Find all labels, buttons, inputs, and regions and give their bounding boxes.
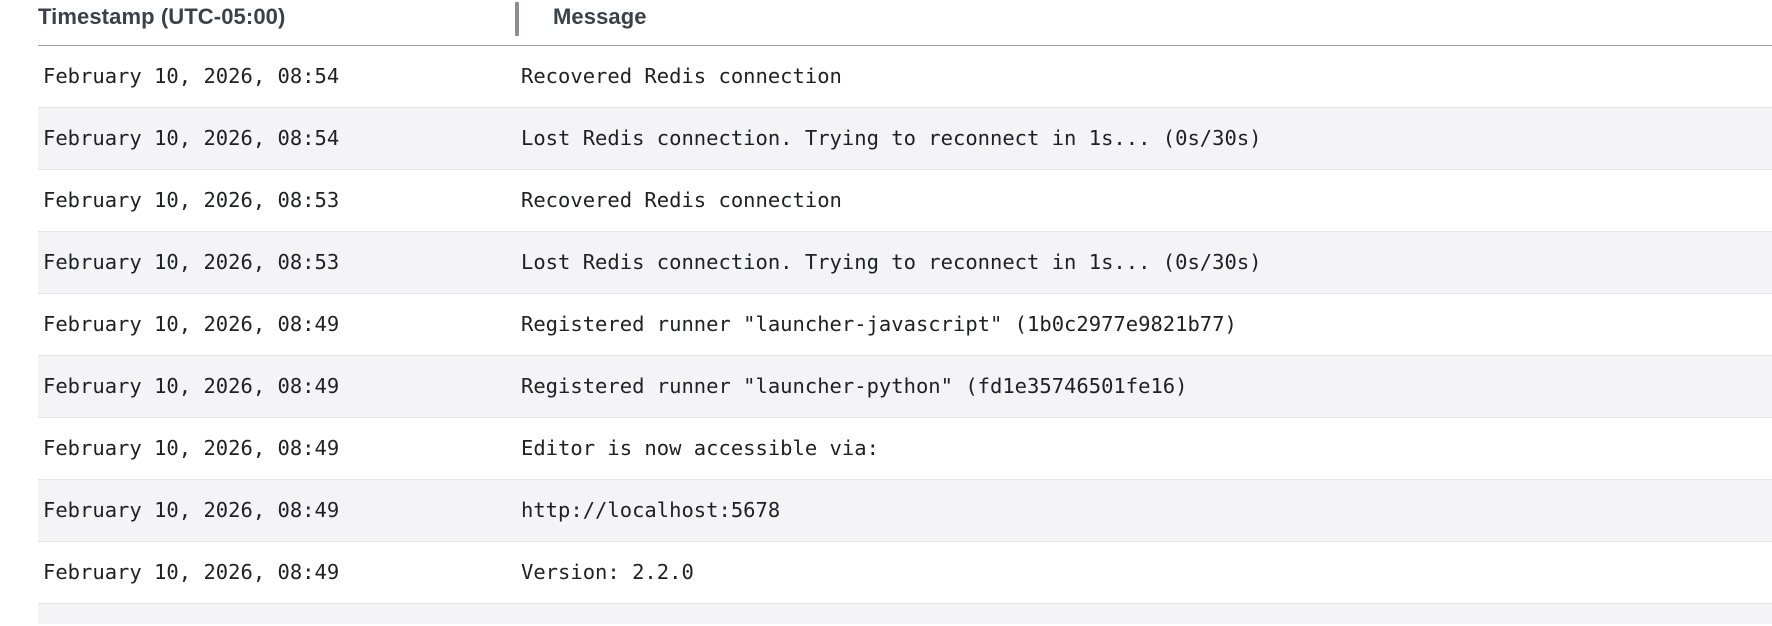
column-divider-wrap (515, 0, 553, 46)
cell-timestamp: February 10, 2026, 08:53 (43, 250, 340, 275)
column-resize-handle[interactable] (515, 2, 519, 36)
table-row[interactable]: February 10, 2026, 08:49 Registered runn… (38, 294, 1772, 356)
cell-message: Editor is now accessible via: (521, 436, 879, 461)
cell-message: Lost Redis connection. Trying to reconne… (521, 126, 1262, 151)
table-row[interactable]: February 10, 2026, 08:53 Recovered Redis… (38, 170, 1772, 232)
table-row[interactable]: February 10, 2026, 08:49 Version: 2.2.0 (38, 542, 1772, 604)
table-body: February 10, 2026, 08:54 Recovered Redis… (0, 46, 1772, 624)
cell-timestamp: February 10, 2026, 08:54 (43, 126, 340, 151)
table-header-row: Timestamp (UTC-05:00) Message (0, 0, 1772, 46)
cell-timestamp: February 10, 2026, 08:49 (43, 312, 340, 337)
cell-timestamp: February 10, 2026, 08:49 (43, 374, 340, 399)
cell-message: Recovered Redis connection (521, 64, 842, 89)
table-row-partial[interactable] (38, 604, 1772, 624)
cell-message: Recovered Redis connection (521, 188, 842, 213)
cell-timestamp: February 10, 2026, 08:53 (43, 188, 340, 213)
cell-message: Registered runner "launcher-javascript" … (521, 312, 1237, 337)
table-row[interactable]: February 10, 2026, 08:49 Registered runn… (38, 356, 1772, 418)
table-row[interactable]: February 10, 2026, 08:54 Lost Redis conn… (38, 108, 1772, 170)
column-header-message[interactable]: Message (553, 4, 647, 29)
cell-timestamp: February 10, 2026, 08:49 (43, 498, 340, 523)
cell-message: Registered runner "launcher-python" (fd1… (521, 374, 1188, 399)
cell-message: Lost Redis connection. Trying to reconne… (521, 250, 1262, 275)
table-row[interactable]: February 10, 2026, 08:49 http://localhos… (38, 480, 1772, 542)
cell-message: http://localhost:5678 (521, 498, 781, 523)
table-row[interactable]: February 10, 2026, 08:53 Lost Redis conn… (38, 232, 1772, 294)
cell-timestamp: February 10, 2026, 08:49 (43, 436, 340, 461)
table-row[interactable]: February 10, 2026, 08:54 Recovered Redis… (38, 46, 1772, 108)
cell-timestamp: February 10, 2026, 08:49 (43, 560, 340, 585)
table-row[interactable]: February 10, 2026, 08:49 Editor is now a… (38, 418, 1772, 480)
cell-timestamp: February 10, 2026, 08:54 (43, 64, 340, 89)
column-header-timestamp[interactable]: Timestamp (UTC-05:00) (38, 4, 286, 29)
cell-message: Version: 2.2.0 (521, 560, 694, 585)
